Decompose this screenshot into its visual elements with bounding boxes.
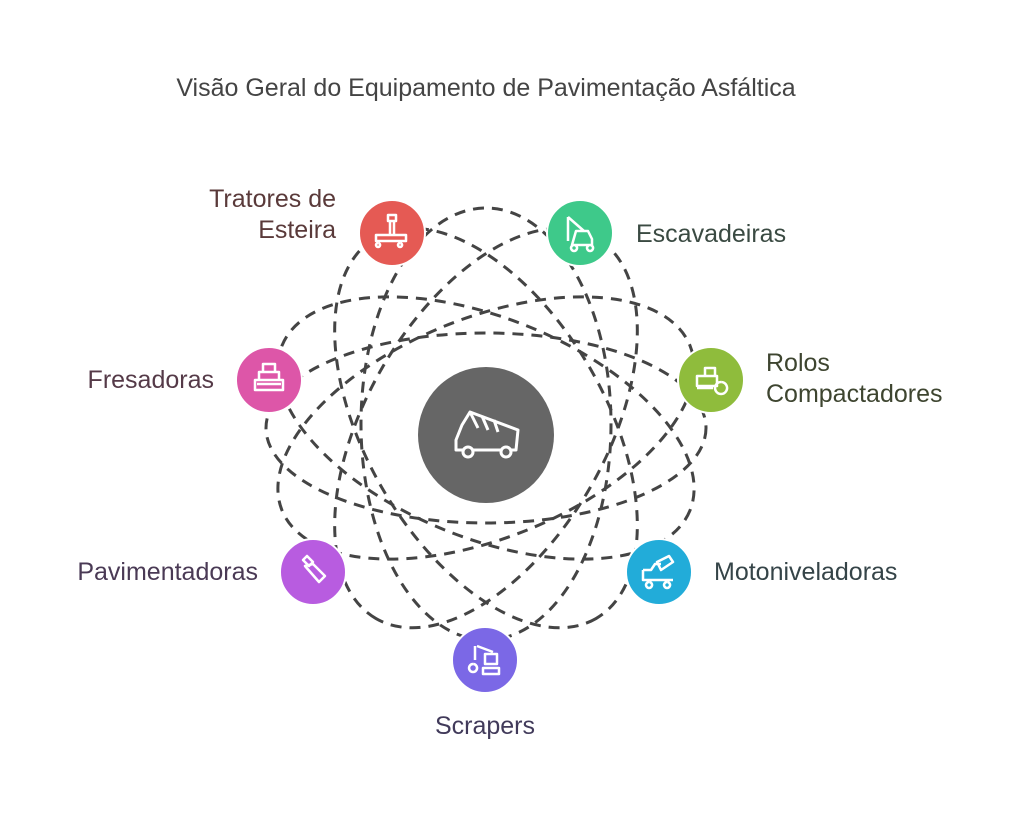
node-circle	[625, 538, 693, 606]
node-label-line: Motoniveladoras	[714, 558, 898, 586]
node-label-line: Escavadeiras	[636, 220, 787, 248]
node-label-line: Tratores de	[209, 185, 336, 213]
orbit-ellipse	[276, 295, 696, 561]
node-label: Escavadeiras	[636, 219, 836, 250]
node-label-line: Rolos	[766, 349, 830, 377]
orbit-ellipse	[264, 331, 708, 525]
concrete-mixer-icon	[641, 554, 675, 590]
node-label-line: Compactadores	[766, 380, 943, 408]
milling-machine-icon	[253, 362, 285, 392]
node-scrapers	[451, 626, 519, 694]
node-pavimentadoras	[279, 538, 347, 606]
node-circle	[279, 538, 347, 606]
node-circle	[358, 199, 426, 267]
node-label: Tratores de Esteira	[192, 184, 336, 246]
road-roller-icon	[695, 366, 729, 396]
drilling-rig-icon	[374, 213, 408, 249]
node-label-line: Esteira	[258, 216, 336, 244]
node-circle	[546, 199, 614, 267]
node-label: Fresadoras	[20, 365, 214, 396]
node-label: Scrapers	[385, 711, 585, 742]
orbit-ellipse	[276, 295, 696, 561]
node-tratores-de-esteira	[358, 199, 426, 267]
dump-truck-icon	[454, 410, 520, 459]
node-label: Pavimentadoras	[20, 557, 258, 588]
node-label-line: Scrapers	[434, 712, 536, 740]
node-escavadeiras	[546, 199, 614, 267]
center-node	[418, 367, 554, 503]
node-motoniveladoras	[625, 538, 693, 606]
crane-truck-icon	[566, 216, 595, 253]
node-rolos-compactadores	[677, 346, 745, 414]
orbit-ellipse	[333, 226, 639, 630]
orbit-ellipse	[333, 226, 639, 630]
hammer-tool-icon	[301, 554, 327, 584]
node-label-line: Fresadoras	[87, 366, 214, 394]
wrecking-crane-icon	[467, 644, 501, 676]
node-label: Motoniveladoras	[714, 557, 954, 588]
diagram-title: Visão Geral do Equipamento de Pavimentaç…	[176, 74, 796, 102]
node-circle	[677, 346, 745, 414]
node-label-line: Pavimentadoras	[77, 558, 258, 586]
node-fresadoras	[235, 346, 303, 414]
